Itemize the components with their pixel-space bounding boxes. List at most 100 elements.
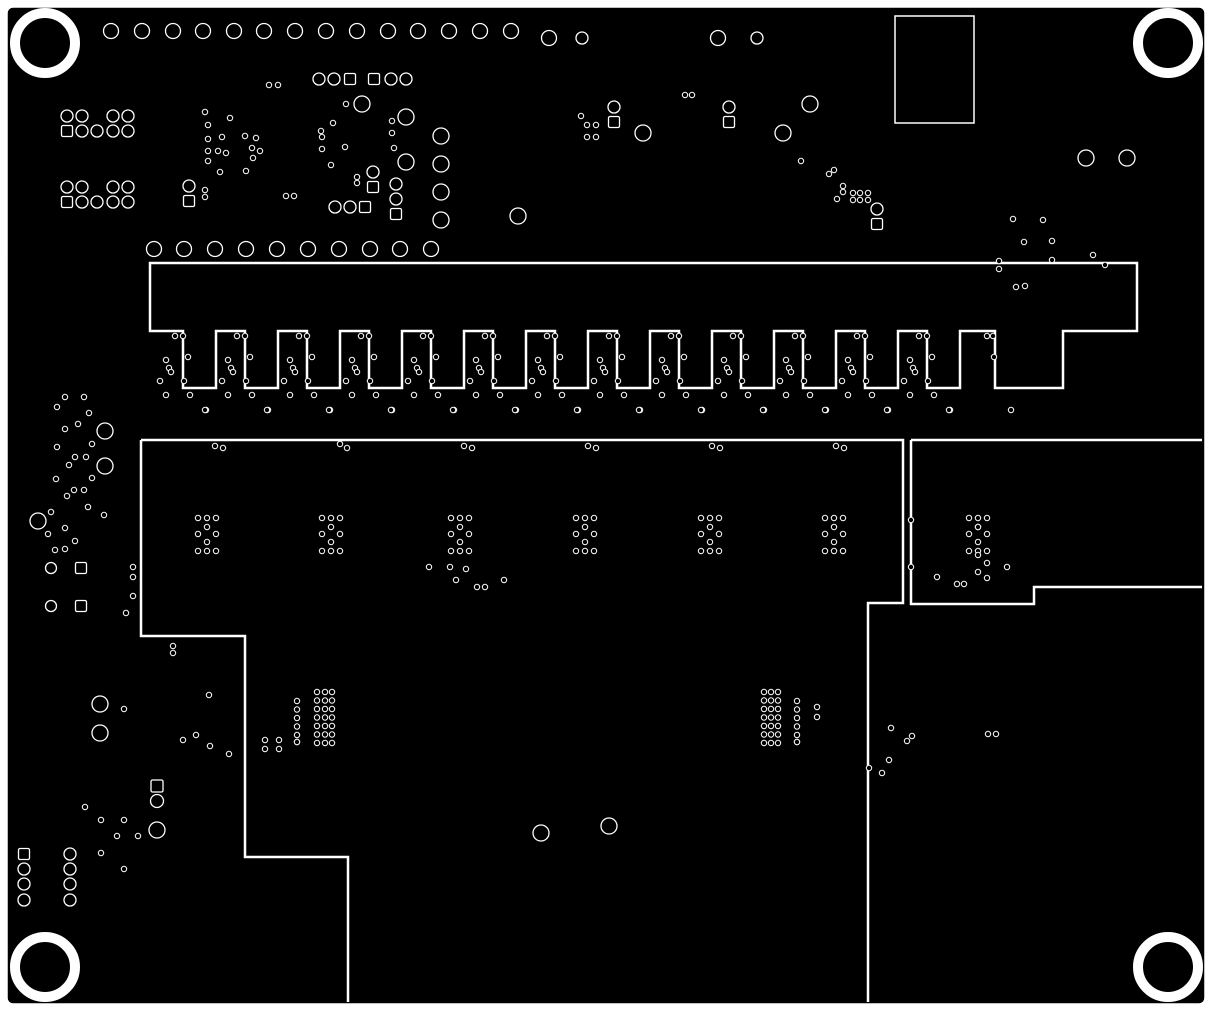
via [47,508,55,516]
via [336,530,344,538]
through-hole-pad [255,22,273,40]
via [1012,283,1020,291]
via [767,705,775,713]
via [813,703,821,711]
through-hole-pad [121,180,135,194]
via [907,563,915,571]
via [61,393,69,401]
via [572,530,580,538]
via [129,563,137,571]
via [663,368,671,376]
through-hole-pad [75,195,89,209]
via [1039,216,1047,224]
via [313,722,321,730]
via [573,406,581,414]
through-hole-pad [774,124,792,142]
through-hole-pad [330,240,348,258]
through-hole-pad [600,817,618,835]
through-hole-pad [75,180,89,194]
via [465,530,473,538]
via [61,425,69,433]
through-hole-pad [389,192,403,206]
via [861,332,869,340]
via [592,121,600,129]
via [120,705,128,713]
via [432,353,440,361]
via [960,580,968,588]
via [983,514,991,522]
via [793,731,801,739]
through-hole-pad [206,240,224,258]
via [63,492,71,500]
pour-outlines [139,261,1202,1002]
through-hole-pad [1077,149,1095,167]
via [974,538,982,546]
via [357,332,365,340]
via [274,81,282,89]
via [248,391,256,399]
via [184,353,192,361]
via [797,157,805,165]
via [572,547,580,555]
via [286,356,294,364]
through-hole-pad [509,207,527,225]
via [620,391,628,399]
through-hole-pad [63,847,77,861]
via [590,377,598,385]
through-hole-pad [440,22,458,40]
via [460,442,468,450]
via [336,547,344,555]
via [911,368,919,376]
via [658,391,666,399]
through-hole-pad [327,72,341,86]
via [321,705,329,713]
square-pad [60,195,74,209]
through-hole-pad [106,180,120,194]
via [169,642,177,650]
via [774,714,782,721]
through-hole-pad [182,179,196,193]
via [652,377,660,385]
via [1007,406,1015,414]
via [853,332,861,340]
via [44,530,52,538]
via [468,444,476,452]
via [995,265,1003,273]
via [584,442,592,450]
through-hole-pad [722,100,736,114]
via [760,688,768,696]
via [61,545,69,553]
via [590,547,598,555]
via [218,377,226,385]
via [481,583,489,591]
through-hole-pad [106,109,120,123]
through-hole-pad [384,72,398,86]
via [706,523,714,531]
via [241,332,249,340]
through-hole-pad [432,183,450,201]
via [716,444,724,452]
via [194,547,202,555]
via [614,377,622,385]
via [233,332,241,340]
via [122,609,130,617]
via [907,516,915,524]
through-hole-pad [60,180,74,194]
via [447,530,455,538]
through-hole-pad [299,240,317,258]
via [321,714,329,721]
through-hole-pad [397,153,415,171]
through-hole-pad [102,22,120,40]
via [327,538,335,546]
via [760,697,768,704]
via [906,391,914,399]
via [313,697,321,704]
square-pad [74,561,88,575]
via [592,133,600,141]
square-pad [343,72,357,86]
through-hole-pad [91,724,109,742]
via [990,353,998,361]
via [456,514,464,522]
via [353,368,361,376]
via [203,538,211,546]
